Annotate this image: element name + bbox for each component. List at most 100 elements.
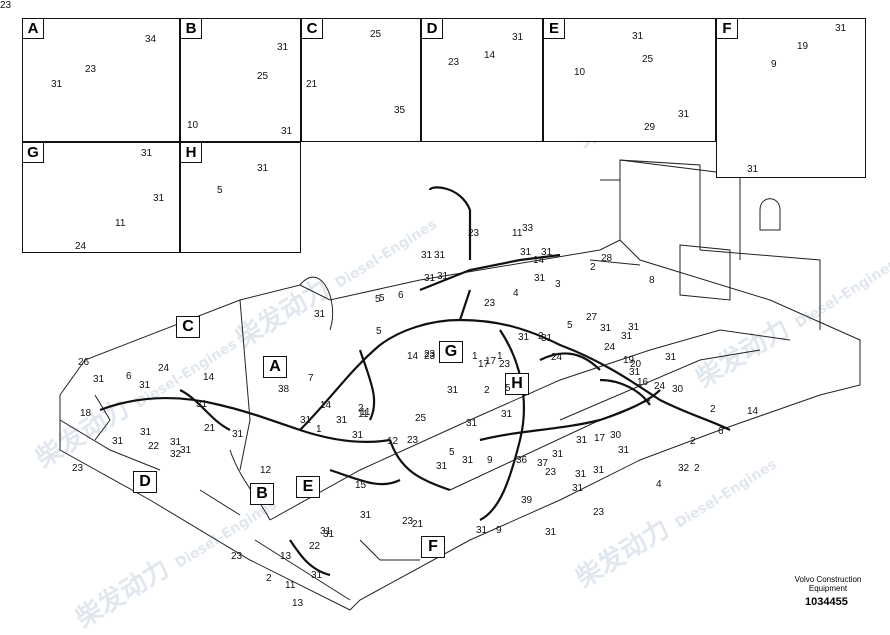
part-label: 31 <box>257 163 269 174</box>
part-label: 31 <box>112 436 124 447</box>
part-label: 1 <box>497 351 503 362</box>
part-label: 23 <box>424 351 436 362</box>
detail-letter: C <box>301 18 323 39</box>
part-label: 2 <box>538 331 544 342</box>
detail-letter: D <box>421 18 443 39</box>
part-label: 18 <box>80 408 92 419</box>
detail-box-a: A 34 23 31 <box>22 18 180 142</box>
part-label: 31 <box>170 437 182 448</box>
part-label: 3 <box>555 279 561 290</box>
part-label: 14 <box>484 50 496 61</box>
part-label: 5 <box>217 185 223 196</box>
part-label: 23 <box>593 507 605 518</box>
part-label: 31 <box>572 483 584 494</box>
part-label: 23 <box>0 0 12 11</box>
part-label: 23 <box>499 359 511 370</box>
part-label: 31 <box>576 435 588 446</box>
part-label: 31 <box>196 399 208 410</box>
part-label: 6 <box>126 371 132 382</box>
part-label: 33 <box>522 223 534 234</box>
part-label: 31 <box>141 148 153 159</box>
part-label: 31 <box>466 418 478 429</box>
detail-box-e: E 31 25 10 31 29 <box>543 18 716 142</box>
part-label: 31 <box>421 250 433 261</box>
part-label: 32 <box>678 463 690 474</box>
part-label: 22 <box>148 441 160 452</box>
part-label: 6 <box>718 426 724 437</box>
part-label: 13 <box>292 598 304 609</box>
part-label: 31 <box>436 461 448 472</box>
part-label: 1 <box>472 351 478 362</box>
part-label: 31 <box>501 409 513 420</box>
part-label: 29 <box>644 122 656 133</box>
part-label: 14 <box>533 255 545 266</box>
part-label: 5 <box>375 294 381 305</box>
part-label: 24 <box>551 352 563 363</box>
part-label: 5 <box>376 326 382 337</box>
part-label: 23 <box>468 228 480 239</box>
part-label: 31 <box>541 333 553 344</box>
callout-f: F <box>421 536 445 558</box>
detail-letter: F <box>716 18 738 39</box>
part-label: 31 <box>93 374 105 385</box>
part-label: 15 <box>355 480 367 491</box>
part-label: 2 <box>484 385 490 396</box>
part-label: 31 <box>232 429 244 440</box>
detail-box-b: B 31 25 10 31 <box>180 18 301 142</box>
part-label: 23 <box>402 516 414 527</box>
part-label: 31 <box>462 455 474 466</box>
part-label: 2 <box>710 404 716 415</box>
part-label: 31 <box>518 332 530 343</box>
detail-letter: H <box>180 142 202 163</box>
part-label: 11 <box>512 228 523 239</box>
part-label: 21 <box>306 79 318 90</box>
part-label: 17 <box>594 433 606 444</box>
detail-letter: G <box>22 142 44 163</box>
part-label: 25 <box>257 71 269 82</box>
part-label: 31 <box>277 42 289 53</box>
part-label: 4 <box>513 288 519 299</box>
part-label: 2 <box>590 262 596 273</box>
detail-box-g: G 31 31 11 24 <box>22 142 180 253</box>
part-label: 31 <box>140 427 152 438</box>
part-label: 31 <box>534 273 546 284</box>
part-label: 31 <box>300 415 312 426</box>
callout-e: E <box>296 476 320 498</box>
detail-box-f: F 31 19 9 31 <box>716 18 866 178</box>
part-label: 31 <box>541 247 553 258</box>
part-label: 38 <box>278 384 290 395</box>
part-label: 31 <box>618 445 630 456</box>
part-label: 5 <box>449 447 455 458</box>
part-label: 31 <box>520 247 532 258</box>
part-label: 10 <box>574 67 586 78</box>
part-label: 28 <box>601 253 613 264</box>
part-label: 2 <box>266 573 272 584</box>
part-label: 31 <box>153 193 165 204</box>
part-label: 31 <box>600 323 612 334</box>
detail-letter: E <box>543 18 565 39</box>
part-label: 31 <box>678 109 690 120</box>
callout-c: C <box>176 316 200 338</box>
part-label: 25 <box>415 413 427 424</box>
part-label: 21 <box>412 519 424 530</box>
part-label: 23 <box>545 467 557 478</box>
part-label: 7 <box>308 373 314 384</box>
part-label: 11 <box>358 409 369 420</box>
part-label: 25 <box>370 29 382 40</box>
part-label: 26 <box>78 357 90 368</box>
part-label: 31 <box>336 415 348 426</box>
part-label: 25 <box>642 54 654 65</box>
part-label: 31 <box>512 32 524 43</box>
part-label: 31 <box>139 380 151 391</box>
part-label: 24 <box>75 241 87 252</box>
part-label: 30 <box>672 384 684 395</box>
part-label: 31 <box>447 385 459 396</box>
part-label: 6 <box>398 290 404 301</box>
part-label: 31 <box>552 449 564 460</box>
part-label: 1 <box>316 424 322 435</box>
part-label: 31 <box>352 430 364 441</box>
part-label: 14 <box>747 406 759 417</box>
part-label: 31 <box>311 570 323 581</box>
part-label: 31 <box>51 79 63 90</box>
part-label: 31 <box>360 510 372 521</box>
